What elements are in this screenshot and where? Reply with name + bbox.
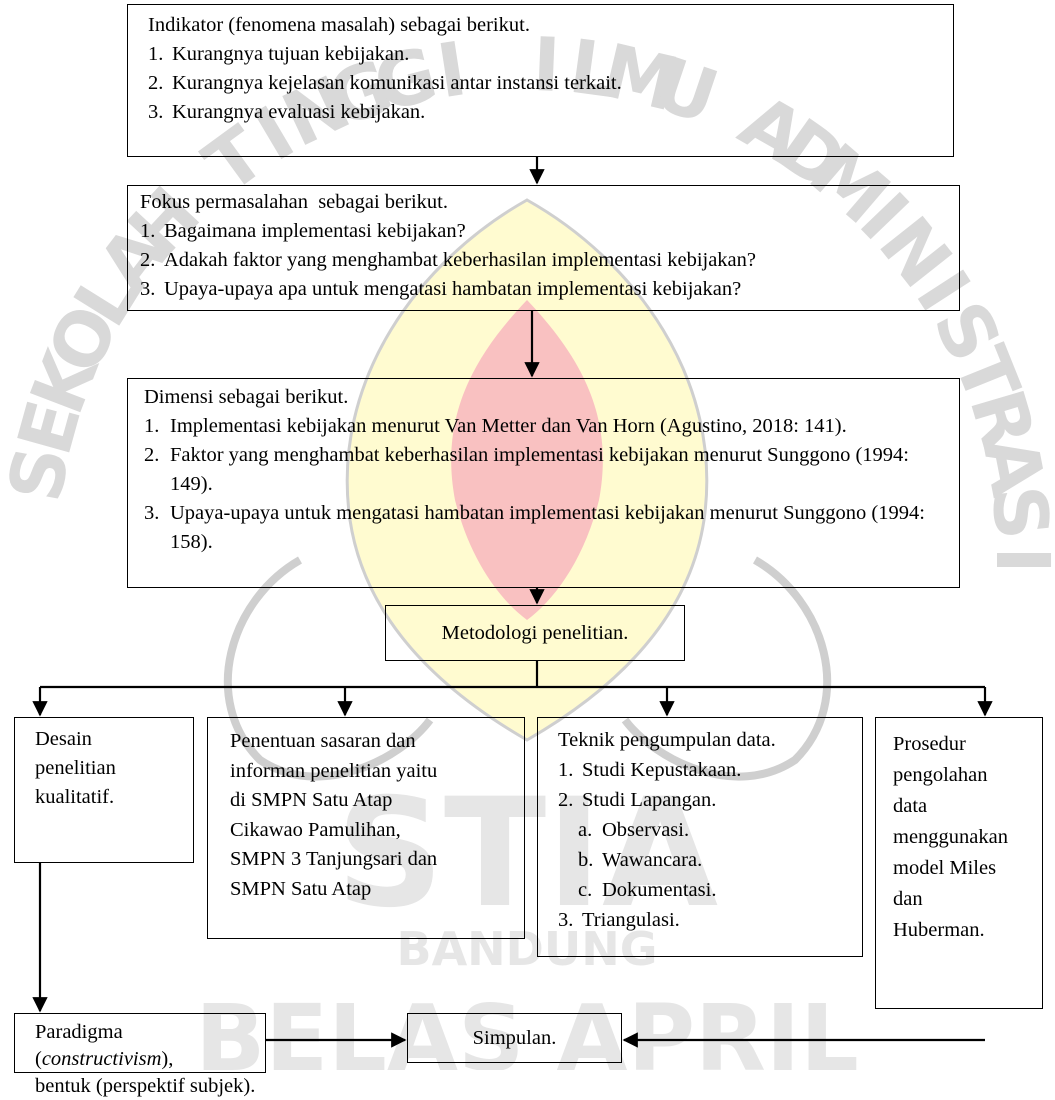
procedure-line: pengolahan	[893, 764, 988, 786]
item-number: 1.	[148, 43, 164, 65]
collection-subitem: c. Dokumentasi.	[558, 875, 856, 905]
indicator-list: 1. Kurangnya tujuan kebijakan. 2. Kurangny…	[148, 40, 943, 127]
item-number: 3.	[148, 101, 164, 123]
item-number: 2.	[558, 789, 574, 811]
item-text: Bagaimana implementasi kebijakan?	[164, 220, 466, 242]
watermark-letter: I	[531, 22, 562, 109]
design-line: kualitatif.	[35, 786, 115, 808]
item-number: 2.	[144, 444, 160, 466]
collection-item: 3. Triangulasi.	[558, 905, 856, 935]
indicator-item: 3. Kurangnya evaluasi kebijakan.	[148, 98, 943, 127]
target-line: di SMPN Satu Atap	[230, 789, 393, 811]
paradigm-box: Paradigma (constructivism), bentuk (pers…	[14, 1013, 266, 1097]
item-text: Observasi.	[602, 819, 690, 841]
paradigm-term: constructivism	[41, 1048, 162, 1070]
item-text: Studi Kepustakaan.	[582, 759, 742, 781]
item-text: Upaya-upaya untuk mengatasi hambatan imp…	[170, 502, 925, 553]
procedure-line: dan	[893, 888, 923, 910]
target-line: Penentuan sasaran dan	[230, 730, 416, 752]
item-text: Studi Lapangan.	[582, 789, 717, 811]
indicator-item: 1. Kurangnya tujuan kebijakan.	[148, 40, 943, 69]
design-box: Desain penelitian kualitatif.	[14, 717, 194, 863]
target-line: informan penelitian yaitu	[230, 759, 438, 782]
collection-item: 2. Studi Lapangan.	[558, 785, 856, 815]
indicator-box: Indikator (fenomena masalah) sebagai ber…	[127, 4, 954, 157]
methodology-box: Metodologi penelitian.	[385, 605, 685, 661]
procedure-line: model Miles	[893, 857, 997, 879]
collection-box: Teknik pengumpulan data. 1. Studi Kepusta…	[537, 717, 863, 957]
indicator-heading: Indikator (fenomena masalah) sebagai ber…	[148, 14, 530, 36]
item-text: Adakah faktor yang menghambat keberhasil…	[164, 249, 757, 271]
focus-item: 2. Adakah faktor yang menghambat keberhas…	[140, 246, 949, 275]
collection-subitem: a. Observasi.	[558, 815, 856, 845]
methodology-label: Metodologi penelitian.	[441, 621, 629, 644]
focus-item: 3. Upaya-upaya apa untuk mengatasi hambat…	[140, 275, 949, 304]
item-number: 1.	[144, 415, 160, 437]
target-line: SMPN Satu Atap	[230, 877, 372, 900]
watermark-center-text-3: BELAS APRIL	[195, 985, 858, 1070]
item-number: 2.	[140, 249, 156, 271]
item-text: Faktor yang menghambat keberhasilan impl…	[170, 444, 909, 495]
item-text: Kurangnya tujuan kebijakan.	[172, 43, 410, 65]
design-line: Desain	[35, 728, 92, 750]
watermark-letter: S	[974, 482, 1055, 543]
item-text: Kurangnya evaluasi kebijakan.	[172, 101, 426, 123]
dimension-heading: Dimensi sebagai berikut.	[144, 386, 349, 408]
item-text: Wawancara.	[602, 849, 703, 871]
dimension-box: Dimensi sebagai berikut. 1. Implementasi …	[127, 378, 960, 588]
item-number: 1.	[558, 759, 574, 781]
dimension-item: 3. Upaya-upaya untuk mengatasi hambatan i…	[144, 499, 929, 557]
procedure-line: data	[893, 795, 928, 817]
dimension-list: 1. Implementasi kebijakan menurut Van Met…	[144, 412, 949, 557]
dimension-item: 2. Faktor yang menghambat keberhasilan im…	[144, 441, 929, 499]
indicator-item: 2. Kurangnya kejelasan komunikasi antar i…	[148, 69, 943, 98]
collection-subitem: b. Wawancara.	[558, 845, 856, 875]
paradigm-line-1: Paradigma (constructivism),	[35, 1019, 261, 1073]
item-letter: c.	[578, 879, 593, 901]
procedure-line: Huberman.	[893, 919, 985, 941]
focus-box: Fokus permasalahan sebagai berikut. 1. Ba…	[127, 185, 960, 311]
conclusion-label: Simpulan.	[472, 1026, 557, 1049]
watermark-letter: I	[979, 546, 1055, 574]
item-number: 2.	[148, 72, 164, 94]
collection-item: 1. Studi Kepustakaan.	[558, 755, 856, 785]
item-text: Triangulasi.	[582, 909, 680, 931]
target-line: Cikawao Pamulihan,	[230, 818, 401, 841]
procedure-line: menggunakan	[893, 826, 1008, 848]
collection-list: 1. Studi Kepustakaan. 2. Studi Lapangan. a…	[558, 755, 856, 935]
focus-heading: Fokus permasalahan sebagai berikut.	[140, 191, 448, 213]
watermark-center-text-1: STIA	[336, 767, 718, 941]
paradigm-prefix: Paradigma (	[35, 1021, 123, 1070]
item-number: 3.	[140, 278, 156, 300]
watermark-center-text-2: BANDUNG	[397, 922, 658, 976]
item-letter: a.	[578, 819, 593, 841]
focus-item: 1. Bagaimana implementasi kebijakan?	[140, 217, 949, 246]
item-text: Kurangnya kejelasan komunikasi antar ins…	[172, 72, 622, 94]
design-line: penelitian	[35, 757, 116, 779]
conclusion-box: Simpulan.	[407, 1013, 622, 1063]
item-text: Implementasi kebijakan menurut Van Mette…	[170, 415, 847, 437]
watermark-letter: L	[565, 24, 623, 116]
paradigm-line-2: bentuk (perspektif subjek).	[35, 1075, 256, 1097]
target-line: SMPN 3 Tanjungsari dan	[230, 848, 438, 870]
item-text: Dokumentasi.	[602, 879, 717, 901]
focus-list: 1. Bagaimana implementasi kebijakan? 2. Ad…	[140, 217, 949, 304]
item-number: 3.	[558, 909, 574, 931]
item-text: Upaya-upaya apa untuk mengatasi hambatan…	[164, 278, 742, 300]
target-box: Penentuan sasaran dan informan penelitia…	[207, 717, 525, 939]
item-number: 3.	[144, 502, 160, 524]
collection-heading: Teknik pengumpulan data.	[558, 729, 776, 751]
procedure-line: Prosedur	[893, 733, 966, 755]
item-letter: b.	[578, 849, 594, 871]
dimension-item: 1. Implementasi kebijakan menurut Van Met…	[144, 412, 929, 441]
paradigm-suffix: ),	[161, 1048, 174, 1070]
procedure-box: Prosedur pengolahan data menggunakan mod…	[875, 717, 1043, 1009]
item-number: 1.	[140, 220, 156, 242]
